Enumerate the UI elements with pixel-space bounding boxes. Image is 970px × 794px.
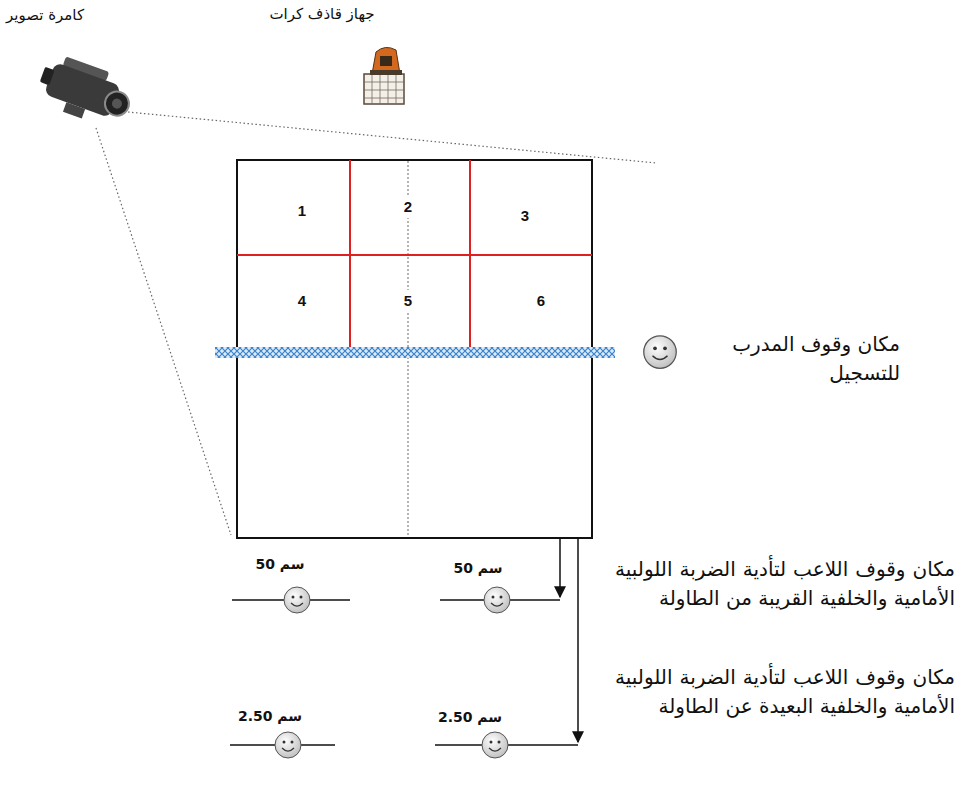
smiley-eye [498, 741, 501, 744]
zone-number: 5 [402, 290, 414, 312]
camera-view-line [128, 112, 656, 163]
player-position [284, 587, 310, 613]
smiley-eye [492, 596, 495, 599]
launcher-mouth [380, 56, 392, 66]
camera-viewfinder [40, 67, 55, 85]
zone-line [469, 160, 471, 347]
smiley-face [644, 336, 677, 369]
launcher-mesh [364, 74, 404, 104]
smiley-eye [283, 741, 286, 744]
smiley-face [484, 587, 510, 613]
zone-number: 6 [535, 290, 547, 312]
smiley-eye [663, 346, 667, 350]
zone-number: 4 [296, 290, 308, 312]
smiley-mouth [291, 603, 303, 606]
table-net [215, 347, 615, 358]
launcher-basket [364, 74, 404, 104]
distance-arrow [559, 538, 561, 597]
camera-lens-glass [111, 97, 124, 110]
smiley-eye [500, 596, 503, 599]
smiley-eye [291, 741, 294, 744]
smiley-eye [653, 346, 657, 350]
launcher-base [370, 70, 402, 75]
player-note: مكان وقوف اللاعب لتأدية الضربة اللولبية … [615, 555, 955, 613]
camera-icon [33, 51, 138, 132]
smiley-eye [490, 741, 493, 744]
smiley-mouth [282, 748, 294, 751]
coach-note: مكان وقوف المدرب للتسجيل [700, 330, 900, 388]
player-position [482, 732, 508, 758]
smiley-eye [300, 596, 303, 599]
player-note: مكان وقوف اللاعب لتأدية الضربة اللولبية … [615, 663, 955, 721]
zone-line [237, 254, 592, 256]
launcher-label: جهاز قاذف كرات [269, 4, 374, 26]
distance-arrow [577, 538, 579, 742]
smiley-mouth [489, 748, 501, 751]
camera-label: كامرة تصوير [6, 5, 84, 27]
distance-label: 2.50 سم [438, 707, 502, 727]
distance-label: 2.50 سم [238, 706, 302, 726]
camera-view-line [96, 128, 231, 535]
camera-lens [102, 88, 133, 119]
coach-position [644, 336, 677, 369]
smiley-eye [292, 596, 295, 599]
zone-number: 2 [402, 196, 414, 218]
distance-label: 50 سم [255, 554, 304, 574]
smiley-mouth [491, 603, 503, 606]
player-position [484, 587, 510, 613]
player-position [275, 732, 301, 758]
zone-line [349, 160, 351, 347]
smiley-mouth [653, 356, 668, 360]
smiley-face [275, 732, 301, 758]
zone-number: 3 [519, 205, 531, 227]
ball-launcher-icon [364, 47, 404, 104]
smiley-face [482, 732, 508, 758]
distance-label: 50 سم [453, 558, 502, 578]
smiley-face [284, 587, 310, 613]
zone-number: 1 [296, 200, 308, 222]
camera-mount [63, 102, 85, 118]
